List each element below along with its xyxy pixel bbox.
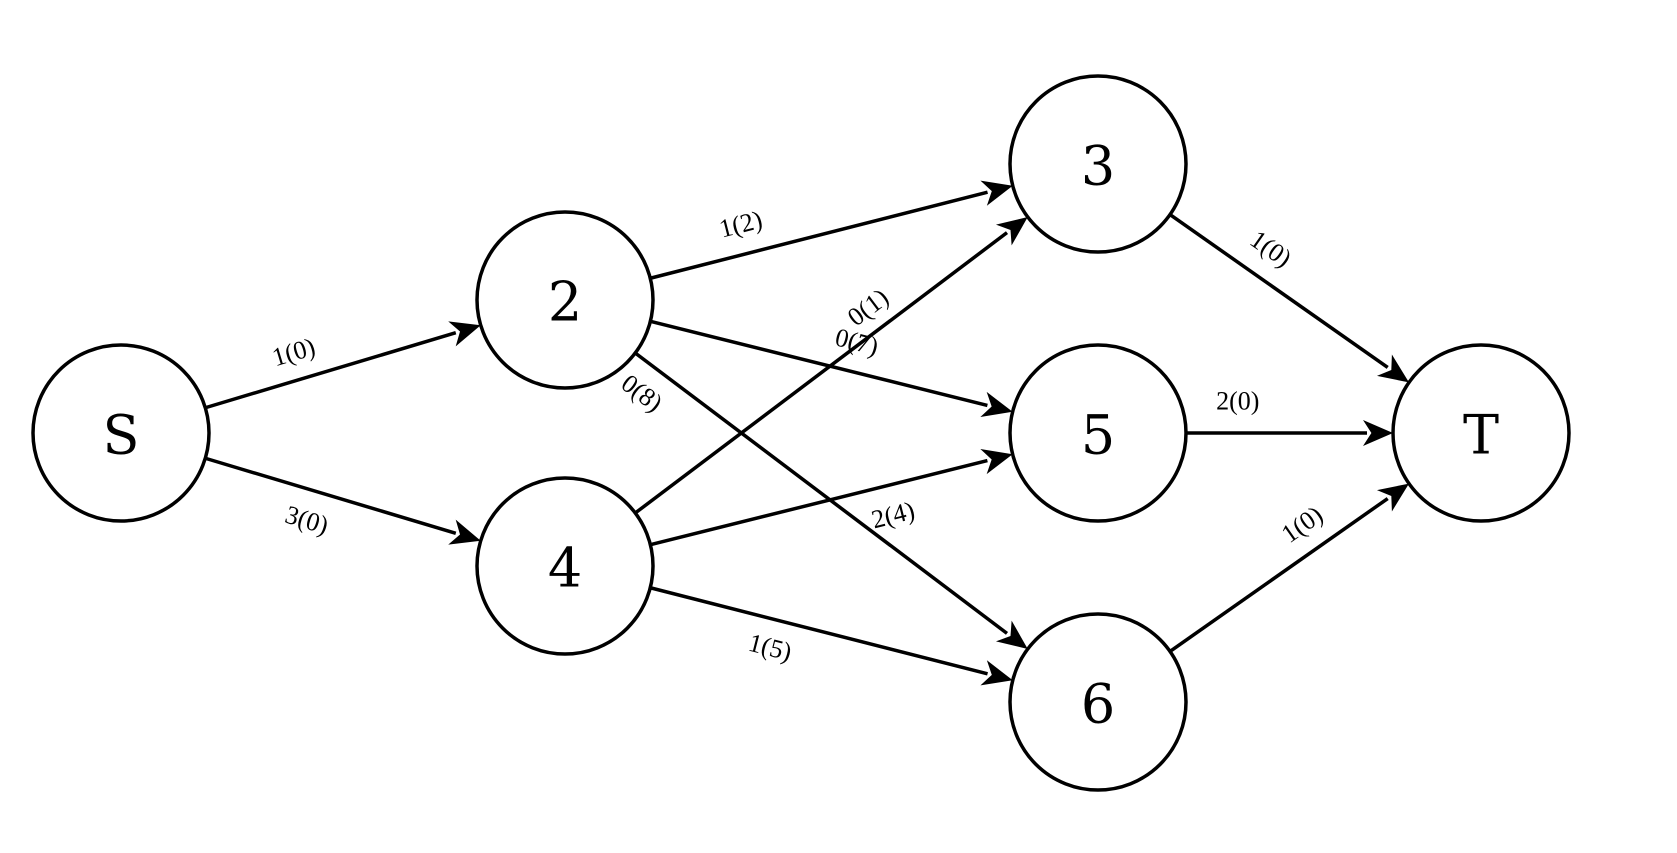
edge-line xyxy=(1169,497,1389,653)
node-label: 4 xyxy=(548,537,582,600)
node-circle xyxy=(475,476,655,656)
node-label: 3 xyxy=(1081,135,1115,198)
edges-layer: 1(0) 3(0) 1(2) 0(7)0(8)0(1)2(4) 1(5) 1(0) 2(0)… xyxy=(204,180,1409,686)
arrowhead-icon xyxy=(1363,420,1393,446)
arrowhead-icon xyxy=(980,660,1013,686)
node-circle xyxy=(1008,74,1188,254)
node-circle xyxy=(31,343,211,523)
node-circle xyxy=(1391,343,1571,523)
edge-label: 1(2) xyxy=(716,205,765,244)
edge-4-6: 1(5) xyxy=(649,586,1013,686)
arrowhead-icon xyxy=(995,216,1028,246)
edge-label: 1(0) xyxy=(1276,500,1328,549)
node-T: T xyxy=(1391,343,1571,523)
node-label: S xyxy=(103,404,140,467)
arrowhead-icon xyxy=(995,620,1028,650)
edge-line xyxy=(634,231,1009,515)
arrowhead-icon xyxy=(980,180,1013,206)
edge-line xyxy=(649,586,988,676)
node-label: 6 xyxy=(1081,673,1115,736)
edge-line xyxy=(649,319,988,408)
edge-label: 1(0) xyxy=(269,332,319,372)
arrowhead-icon xyxy=(1376,483,1409,512)
edge-label: 1(0) xyxy=(1245,224,1297,273)
edge-S-2: 1(0) xyxy=(204,321,481,410)
node-5: 5 xyxy=(1008,343,1188,523)
arrowhead-icon xyxy=(448,321,481,347)
edge-line xyxy=(204,331,457,410)
node-6: 6 xyxy=(1008,612,1188,792)
edge-3-T: 1(0) xyxy=(1169,213,1409,383)
node-circle xyxy=(1008,343,1188,523)
edge-label: 0(8) xyxy=(616,368,668,417)
edge-label: 2(0) xyxy=(1216,387,1259,416)
edge-label: 3(0) xyxy=(282,500,332,540)
node-label: 5 xyxy=(1081,404,1115,467)
nodes-layer: S 2 4 3 5 6 T xyxy=(31,74,1571,792)
edge-2-5: 0(7) xyxy=(649,319,1013,418)
edge-label: 1(5) xyxy=(746,628,795,667)
edge-4-5: 2(4) xyxy=(649,448,1013,547)
node-circle xyxy=(475,210,655,390)
node-4: 4 xyxy=(475,476,655,656)
edge-2-3: 1(2) xyxy=(649,180,1013,280)
node-2: 2 xyxy=(475,210,655,390)
edge-label: 2(4) xyxy=(869,496,918,535)
edge-S-4: 3(0) xyxy=(204,456,481,545)
edge-4-3: 0(1) xyxy=(634,216,1028,515)
edge-line xyxy=(204,456,457,535)
edge-line xyxy=(649,190,988,280)
arrowhead-icon xyxy=(980,448,1013,475)
node-3: 3 xyxy=(1008,74,1188,254)
arrowhead-icon xyxy=(1376,354,1409,383)
node-S: S xyxy=(31,343,211,523)
arrowhead-icon xyxy=(448,519,481,545)
edge-line xyxy=(649,458,988,547)
node-label: T xyxy=(1463,404,1499,467)
node-circle xyxy=(1008,612,1188,792)
edge-line xyxy=(634,351,1009,635)
edge-6-T: 1(0) xyxy=(1169,483,1409,653)
edge-line xyxy=(1169,213,1389,369)
edge-5-T: 2(0) xyxy=(1186,387,1393,446)
node-label: 2 xyxy=(548,271,582,334)
arrowhead-icon xyxy=(980,391,1013,418)
